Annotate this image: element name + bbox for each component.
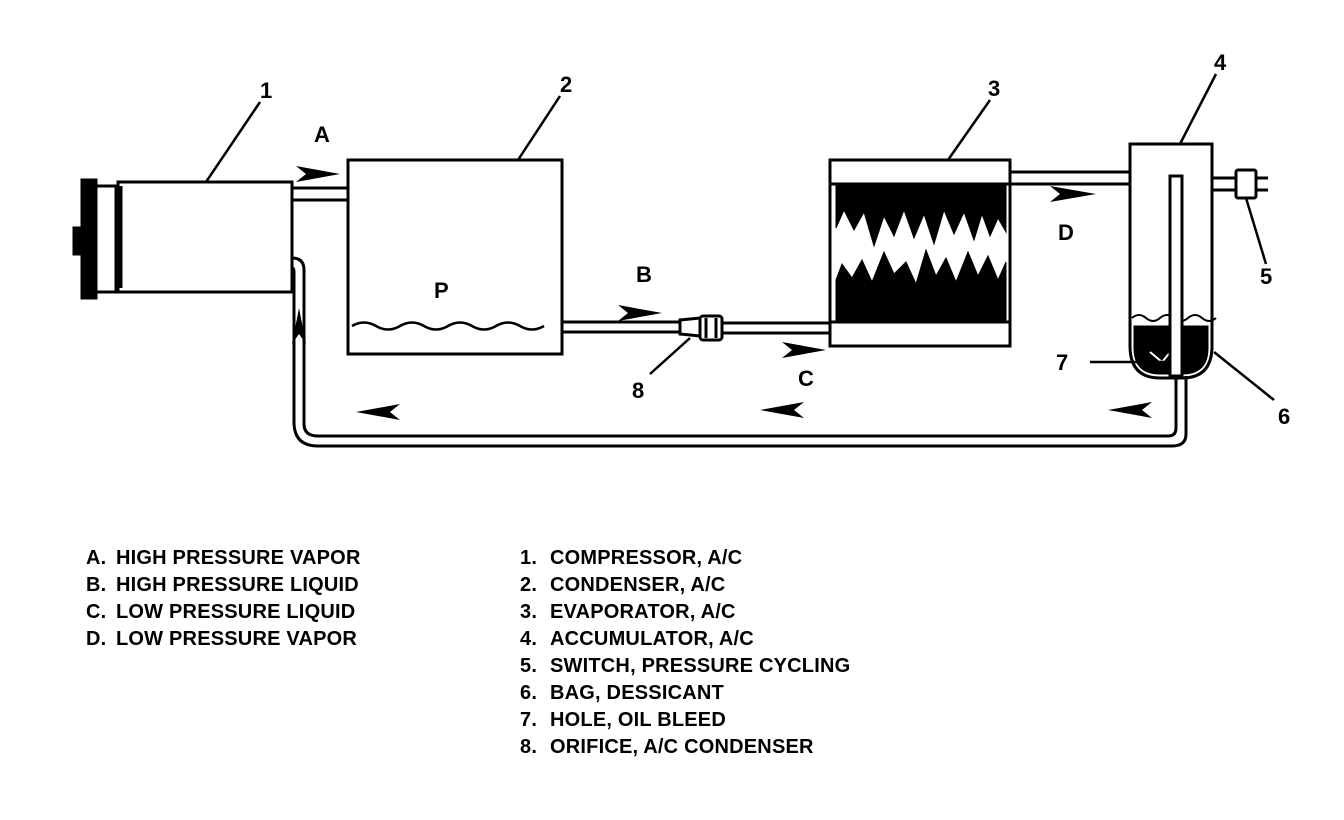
legend-item-8: 8. ORIFICE, A/C CONDENSER	[520, 734, 814, 760]
callout-8: 8	[632, 378, 644, 403]
legend-item-1: 1. COMPRESSOR, A/C	[520, 545, 742, 571]
callout-2: 2	[560, 72, 572, 97]
legend-item-a: A. HIGH PRESSURE VAPOR	[86, 545, 361, 571]
legend-item-c: C. LOW PRESSURE LIQUID	[86, 599, 355, 625]
legend-text: ACCUMULATOR, A/C	[550, 628, 754, 650]
legend-text: HIGH PRESSURE VAPOR	[116, 547, 361, 569]
callout-6: 6	[1278, 404, 1290, 429]
arrow-b	[618, 305, 662, 321]
legend-text: LOW PRESSURE VAPOR	[116, 628, 358, 650]
arrow-c	[782, 342, 826, 358]
legend-item-4: 4. ACCUMULATOR, A/C	[520, 626, 754, 652]
legend-item-7: 7. HOLE, OIL BLEED	[520, 707, 726, 733]
legend-text: HIGH PRESSURE LIQUID	[116, 574, 359, 596]
flow-label-d: D	[1058, 220, 1074, 245]
callout-4: 4	[1214, 50, 1227, 75]
legend-key: C.	[86, 601, 107, 623]
pipe-high-pressure-vapor	[292, 186, 348, 202]
arrow-a	[296, 166, 340, 182]
legend-text: HOLE, OIL BLEED	[550, 709, 726, 731]
legend-key: 1.	[520, 547, 538, 569]
evaporator	[828, 158, 1012, 348]
legend-text: BAG, DESSICANT	[550, 682, 724, 704]
legend-text: LOW PRESSURE LIQUID	[116, 601, 356, 623]
legend-text: ORIFICE, A/C CONDENSER	[550, 736, 814, 758]
legend-key: D.	[86, 628, 107, 650]
legend-key: 7.	[520, 709, 538, 731]
legend-key: B.	[86, 574, 107, 596]
legend-key: 3.	[520, 601, 538, 623]
legend-key: 2.	[520, 574, 538, 596]
condenser	[346, 158, 564, 356]
legend-key: 8.	[520, 736, 538, 758]
legend-text: SWITCH, PRESSURE CYCLING	[550, 655, 851, 677]
legend-key: A.	[86, 547, 107, 569]
flow-label-b: B	[636, 262, 652, 287]
arrow-return-left-3	[356, 404, 400, 420]
pipe-high-pressure-liquid	[562, 320, 832, 335]
arrow-return-up	[292, 308, 306, 344]
orifice	[678, 314, 724, 342]
flow-label-c: C	[798, 366, 814, 391]
callout-5: 5	[1260, 264, 1272, 289]
flow-label-a: A	[314, 122, 330, 147]
legend-text: EVAPORATOR, A/C	[550, 601, 736, 623]
arrow-return-left-2	[760, 402, 804, 418]
callout-7: 7	[1056, 350, 1068, 375]
legend-item-5: 5. SWITCH, PRESSURE CYCLING	[520, 653, 850, 679]
legend-item-b: B. HIGH PRESSURE LIQUID	[86, 572, 359, 598]
legend-key: 5.	[520, 655, 538, 677]
legend-text: COMPRESSOR, A/C	[550, 547, 743, 569]
condenser-mark: P	[434, 278, 449, 303]
compressor	[72, 178, 294, 300]
pipe-return	[291, 256, 1188, 448]
arrow-d	[1050, 186, 1096, 202]
legend-item-3: 3. EVAPORATOR, A/C	[520, 599, 736, 625]
callout-3: 3	[988, 76, 1000, 101]
flow-arrows	[292, 166, 1152, 420]
pressure-cycling-switch	[1212, 168, 1268, 200]
legend-key: 4.	[520, 628, 538, 650]
legend-item-6: 6. BAG, DESSICANT	[520, 680, 724, 706]
legend-text: CONDENSER, A/C	[550, 574, 726, 596]
legend-key: 6.	[520, 682, 538, 704]
legend-item-d: D. LOW PRESSURE VAPOR	[86, 626, 357, 652]
arrow-return-left-1	[1108, 402, 1152, 418]
leader-lines	[204, 73, 1275, 401]
legend-item-2: 2. CONDENSER, A/C	[520, 572, 725, 598]
callout-1: 1	[260, 78, 272, 103]
accumulator	[1128, 142, 1217, 380]
